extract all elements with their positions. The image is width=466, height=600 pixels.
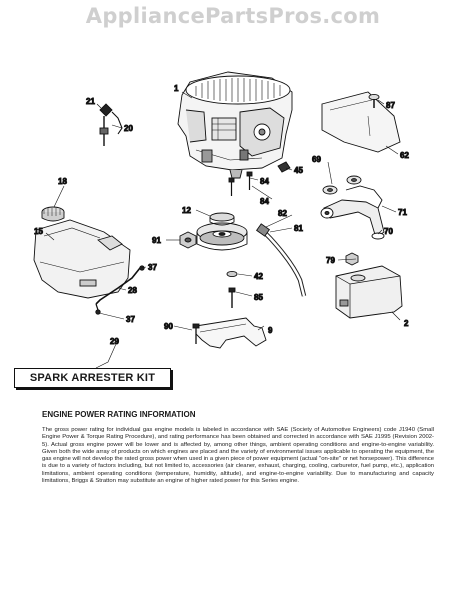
callout-87: 87 xyxy=(386,101,395,110)
clip-45[interactable] xyxy=(277,161,291,173)
fuel-line-assembly[interactable] xyxy=(99,103,123,146)
callout-20: 20 xyxy=(124,124,133,133)
engine-power-rating-info: ENGINE POWER RATING INFORMATION The gros… xyxy=(42,410,434,485)
bolt-84a[interactable] xyxy=(228,177,235,196)
callout-90: 90 xyxy=(164,322,173,331)
callout-9: 9 xyxy=(268,326,273,335)
callout-69: 69 xyxy=(312,155,321,164)
callout-84b: 84 xyxy=(260,177,269,186)
spark-arrester-kit-label[interactable]: SPARK ARRESTER KIT xyxy=(14,368,171,388)
callout-79: 79 xyxy=(326,256,335,265)
callout-82: 82 xyxy=(278,209,287,218)
info-title: ENGINE POWER RATING INFORMATION xyxy=(42,410,196,419)
callout-62: 62 xyxy=(400,151,409,160)
callout-28: 28 xyxy=(128,286,137,295)
parts-diagram: 1 2 9 12 15 18 20 21 28 29 37 37 42 45 6… xyxy=(33,71,410,369)
bolt-84b[interactable] xyxy=(246,171,253,190)
info-body: The gross power rating for individual ga… xyxy=(42,427,434,485)
spark-arrester-kit-text: SPARK ARRESTER KIT xyxy=(29,372,156,384)
callout-42: 42 xyxy=(254,272,263,281)
gasket-69[interactable] xyxy=(322,175,362,195)
callout-18: 18 xyxy=(58,177,67,186)
screw-37b[interactable] xyxy=(95,309,101,315)
callout-37b: 37 xyxy=(126,315,135,324)
exhaust-pipe[interactable] xyxy=(320,185,385,240)
engine-assembly[interactable] xyxy=(177,71,293,179)
callout-85: 85 xyxy=(254,293,263,302)
muffler[interactable] xyxy=(335,265,403,319)
screw-87[interactable] xyxy=(368,93,380,108)
fuel-cap[interactable] xyxy=(41,206,65,222)
callout-21: 21 xyxy=(86,97,95,106)
leader-lines xyxy=(45,91,401,369)
callout-29: 29 xyxy=(110,337,119,346)
callout-91: 91 xyxy=(152,236,161,245)
watermark: AppliancePartsPros.com xyxy=(85,4,381,28)
callout-37a: 37 xyxy=(148,263,157,272)
washer-42[interactable] xyxy=(226,270,238,278)
pulley[interactable] xyxy=(196,212,248,251)
bracket-9[interactable] xyxy=(195,317,267,349)
callout-45: 45 xyxy=(294,166,303,175)
callout-15: 15 xyxy=(34,227,43,236)
callout-71: 71 xyxy=(398,208,407,217)
callout-2: 2 xyxy=(404,319,409,328)
bolt-90[interactable] xyxy=(192,323,200,344)
nut-91[interactable] xyxy=(179,231,197,249)
callout-70: 70 xyxy=(384,227,393,236)
hose-assembly[interactable] xyxy=(255,223,307,297)
callout-84a: 84 xyxy=(260,197,269,206)
callout-1: 1 xyxy=(174,84,179,93)
bolt-85[interactable] xyxy=(228,287,236,308)
fuel-tank[interactable] xyxy=(33,219,131,299)
callout-12: 12 xyxy=(182,206,191,215)
callout-81: 81 xyxy=(294,224,303,233)
